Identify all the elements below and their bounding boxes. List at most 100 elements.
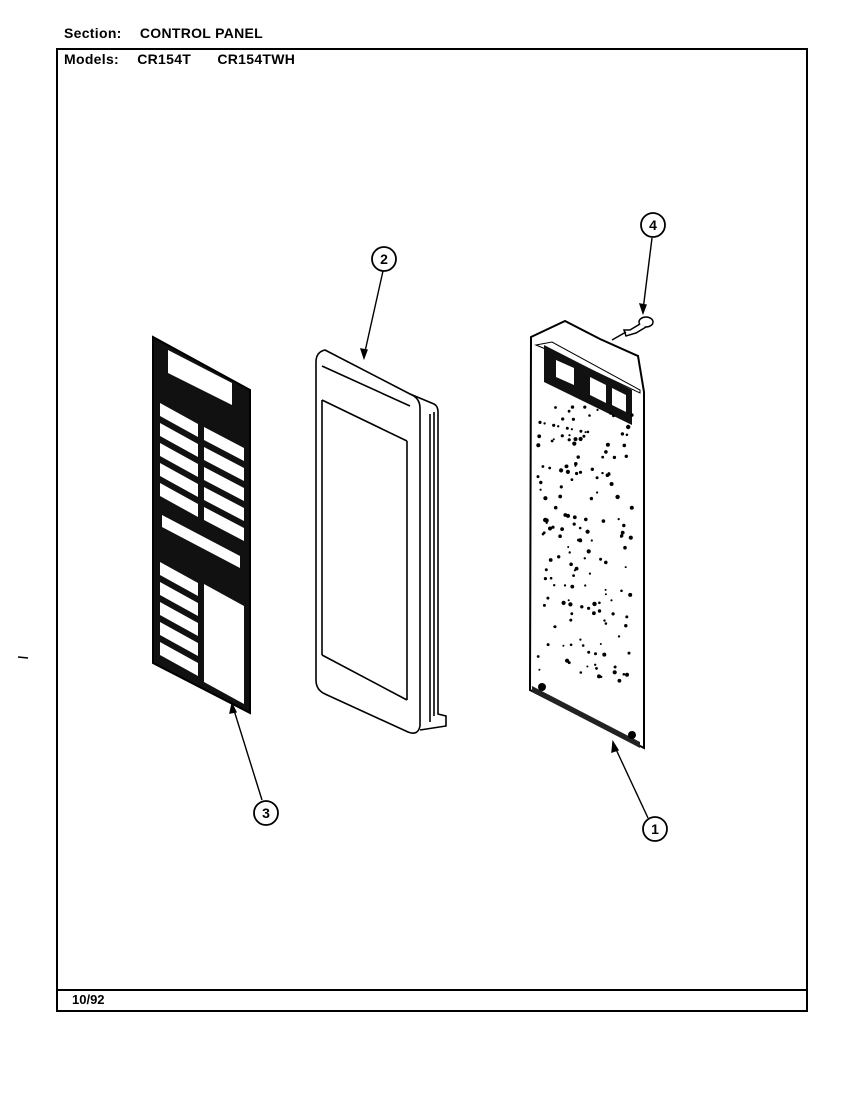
solder-point	[617, 635, 621, 638]
solder-point	[578, 470, 583, 474]
solder-point	[584, 517, 588, 522]
callout-4-label: 4	[649, 217, 657, 233]
solder-point	[567, 546, 570, 548]
solder-point	[554, 406, 557, 409]
solder-point	[576, 455, 580, 459]
solder-point	[598, 601, 601, 605]
solder-point	[620, 432, 625, 436]
footer-divider	[56, 989, 808, 991]
solder-point	[590, 467, 594, 471]
models-heading: Models: CR154T CR154TWH	[64, 51, 295, 67]
solder-point	[565, 469, 571, 474]
solder-point	[590, 539, 593, 542]
control-board	[528, 319, 645, 750]
solder-point	[622, 523, 626, 528]
solder-point	[572, 574, 575, 577]
solder-point	[553, 505, 558, 510]
solder-point	[566, 513, 570, 518]
solder-point	[588, 414, 591, 417]
solder-point	[570, 405, 575, 409]
solder-point	[630, 413, 634, 417]
callout-4: 4	[640, 212, 666, 238]
solder-point	[586, 549, 591, 554]
solder-point	[625, 615, 629, 619]
solder-point	[622, 443, 627, 448]
solder-point	[622, 673, 626, 676]
solder-point	[611, 612, 615, 616]
solder-point	[552, 438, 555, 441]
solder-point	[573, 569, 577, 572]
solder-point	[592, 601, 597, 607]
solder-point	[587, 650, 591, 654]
solder-point	[546, 596, 550, 600]
solder-point	[548, 558, 553, 562]
solder-point	[538, 668, 541, 671]
models-label: Models:	[64, 51, 119, 67]
solder-point	[628, 535, 633, 540]
solder-point	[569, 643, 573, 647]
solder-point	[561, 417, 565, 421]
solder-point	[561, 600, 566, 606]
solder-point	[548, 466, 552, 470]
solder-point	[562, 644, 565, 647]
solder-point	[580, 605, 584, 609]
leader-lines	[229, 237, 653, 819]
solder-point	[595, 667, 598, 670]
solder-point	[597, 609, 602, 613]
callout-1: 1	[642, 816, 668, 842]
solder-point	[594, 652, 597, 656]
solder-point	[604, 622, 608, 625]
solder-point	[536, 655, 540, 658]
solder-point	[584, 431, 587, 434]
solder-point	[557, 555, 561, 559]
solder-point	[620, 530, 625, 535]
section-label: Section:	[64, 25, 122, 41]
solder-point	[587, 606, 591, 610]
solder-point	[604, 560, 608, 565]
solder-point	[560, 527, 564, 531]
solder-point	[544, 568, 548, 572]
solder-point	[601, 455, 605, 459]
callout-3: 3	[253, 800, 279, 826]
solder-point	[568, 434, 571, 437]
solder-point	[572, 522, 576, 526]
solder-point	[629, 505, 634, 510]
solder-point	[553, 625, 557, 629]
margin-mark	[17, 656, 29, 659]
solder-point	[612, 455, 617, 460]
solder-point	[609, 482, 614, 486]
solder-point	[574, 462, 578, 466]
solder-point	[549, 576, 553, 580]
solder-point	[624, 624, 628, 628]
touch-panel-overlay	[152, 335, 251, 715]
model-1: CR154T	[137, 51, 192, 67]
solder-point	[582, 434, 586, 438]
solder-point	[567, 599, 570, 602]
section-heading: Section: CONTROL PANEL	[64, 25, 263, 41]
solder-point	[542, 603, 546, 607]
solder-point	[568, 602, 573, 607]
solder-point	[572, 515, 577, 520]
solder-point	[559, 468, 564, 473]
callout-1-label: 1	[651, 821, 659, 837]
solder-point	[592, 611, 596, 616]
solder-point	[594, 663, 597, 666]
callout-2-label: 2	[380, 251, 388, 267]
solder-point	[588, 572, 592, 575]
solder-point	[569, 562, 573, 567]
solder-point	[567, 409, 571, 413]
solder-point	[601, 519, 606, 523]
solder-point	[543, 517, 548, 523]
solder-point	[553, 584, 556, 587]
solder-point	[538, 420, 542, 424]
solder-point	[625, 672, 629, 677]
solder-point	[604, 450, 608, 454]
solder-point	[552, 423, 556, 427]
solder-point	[596, 408, 599, 411]
solder-point	[624, 566, 627, 569]
solder-point	[573, 437, 578, 442]
solder-point	[536, 475, 540, 479]
solder-point	[537, 434, 542, 439]
solder-point	[579, 638, 582, 641]
